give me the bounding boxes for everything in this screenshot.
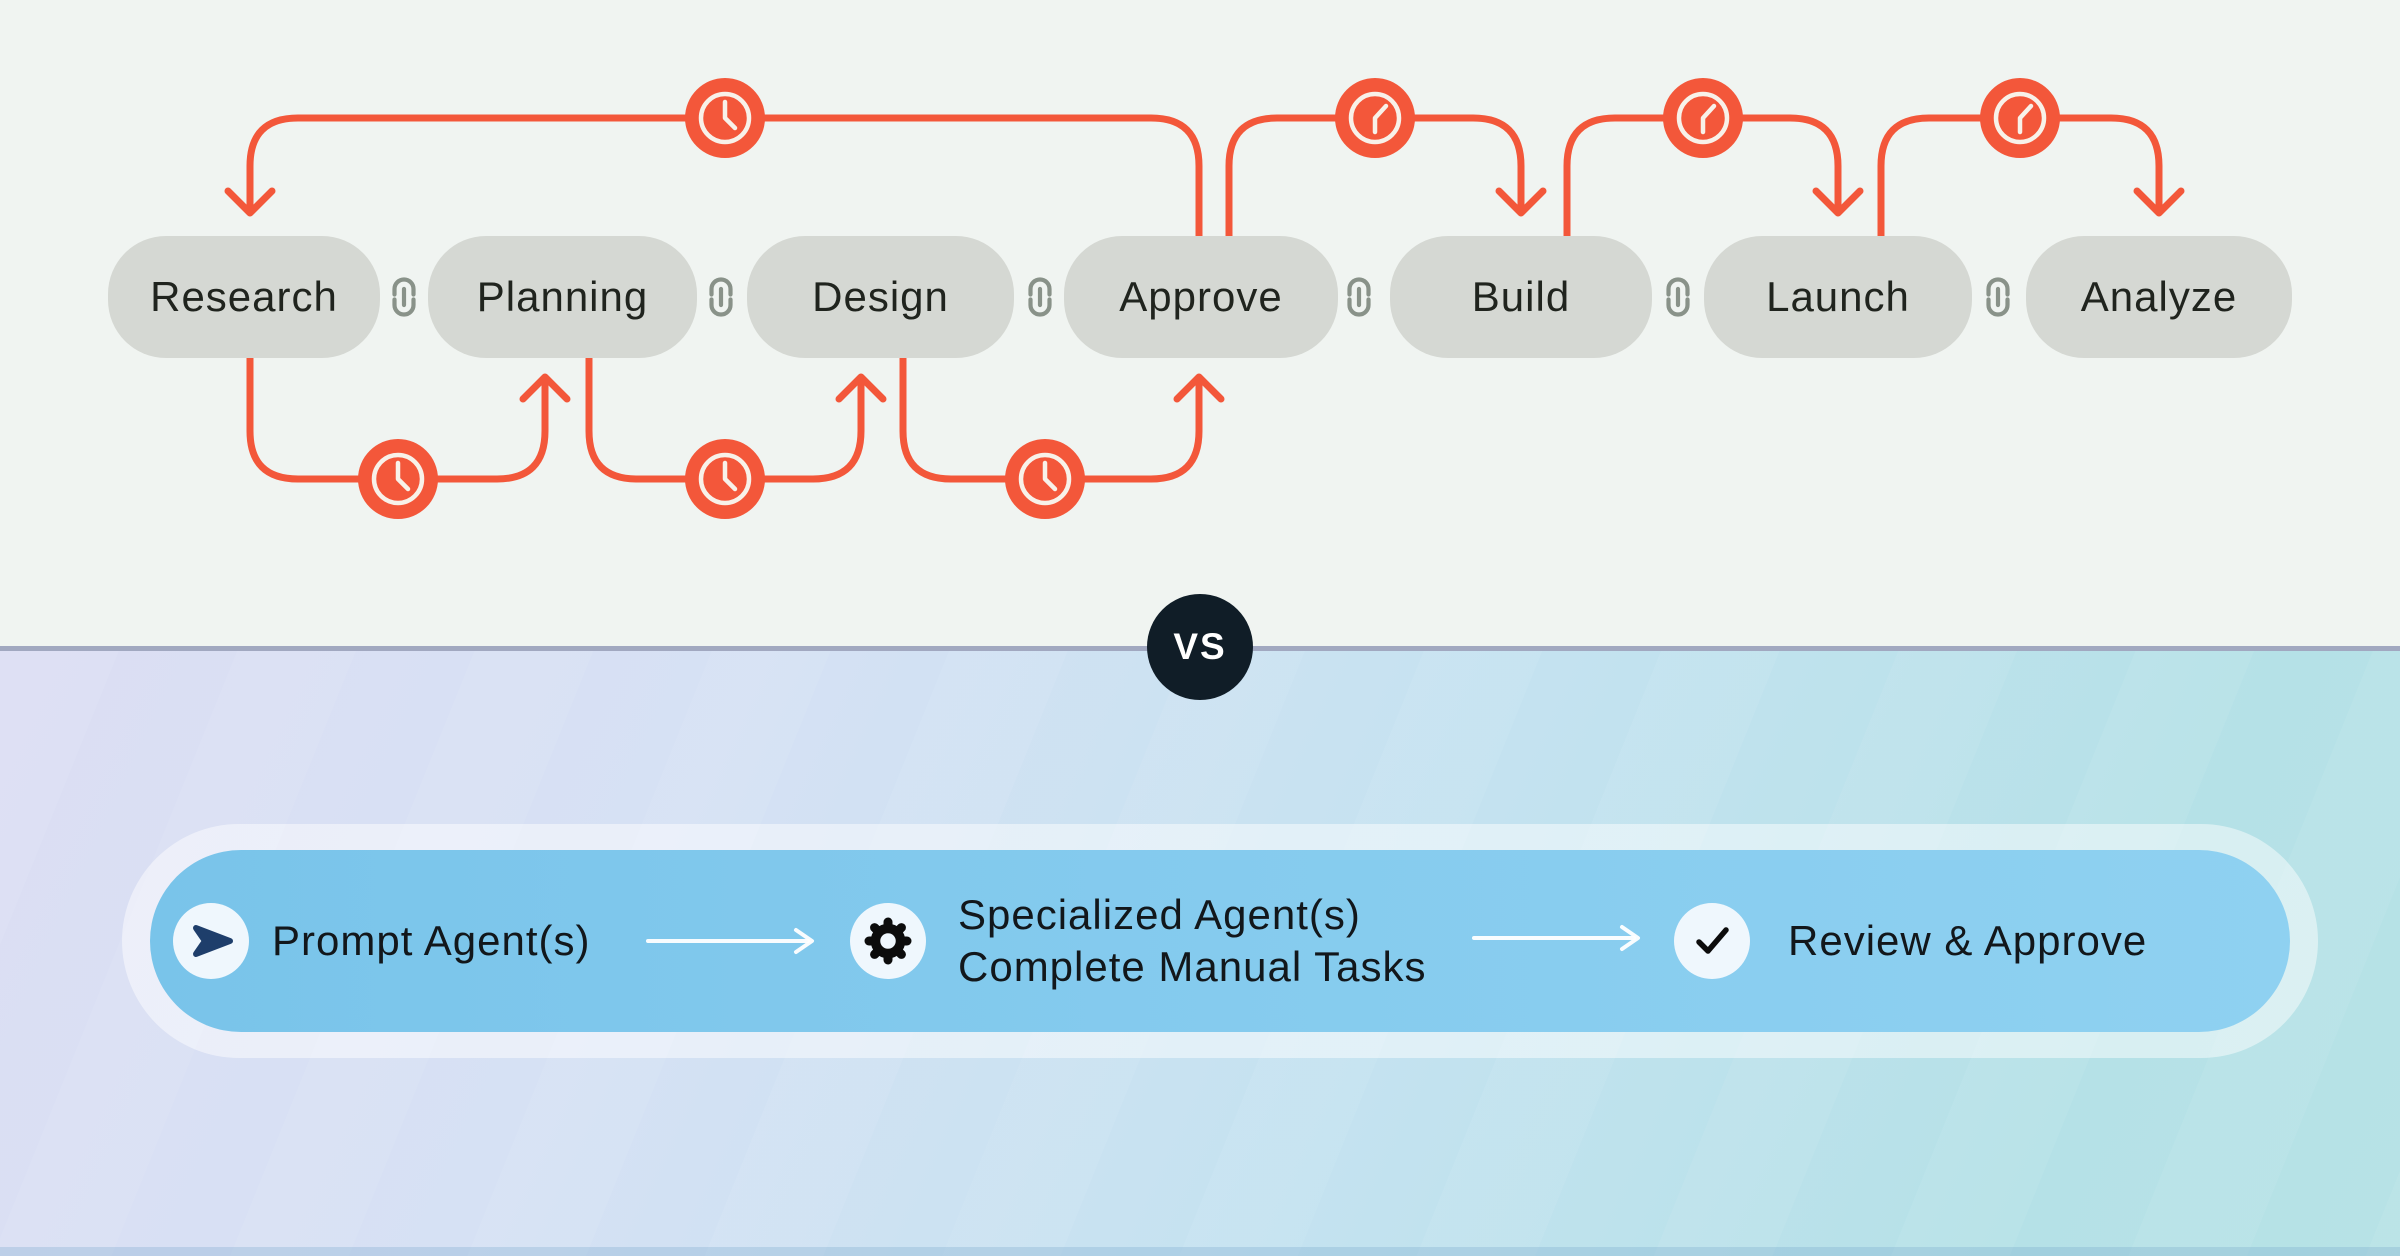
manual-workflow-section: Research Planning Design Approve Build L… [108,78,2292,519]
gear-icon [850,903,926,979]
vs-badge: VS [1147,594,1253,700]
chain-link-icon [1028,277,1052,317]
clock-icon [685,78,765,158]
chain-link-icon [1986,277,2010,317]
clock-icon [1663,78,1743,158]
clock-icon [1335,78,1415,158]
workflow-step-launch: Launch [1704,236,1972,358]
clock-icon [1005,439,1085,519]
agent-workflow-bar [150,850,2290,1032]
check-icon [1674,903,1750,979]
workflow-step-research: Research [108,236,380,358]
chain-link-icon [1666,277,1690,317]
agent-workflow-section: Prompt Agent(s) Specialized Agent(s) Com… [0,651,2400,1256]
agent-step-prompt-label: Prompt Agent(s) [272,917,591,964]
flow-arrow-icon [646,928,814,954]
clock-icon [358,439,438,519]
agent-step-specialized-line2: Complete Manual Tasks [958,943,1427,990]
clock-icon [685,439,765,519]
agent-step-specialized-line1: Specialized Agent(s) [958,891,1361,938]
bottom-edge-strip [0,1247,2400,1256]
workflow-step-planning: Planning [428,236,697,358]
workflow-step-design: Design [747,236,1014,358]
chain-link-icon [1347,277,1371,317]
workflow-step-approve: Approve [1064,236,1338,358]
agent-step-specialized-label: Specialized Agent(s) Complete Manual Tas… [958,889,1426,993]
workflow-step-build: Build [1390,236,1652,358]
flow-arrow-icon [1472,925,1640,951]
prompt-send-icon [173,903,249,979]
chain-link-icon [709,277,733,317]
clock-icon [1980,78,2060,158]
loopback-arrows-layer [224,78,2185,519]
agent-bar-icons-layer [173,903,1750,979]
chain-link-icon [392,277,416,317]
workflow-step-analyze: Analyze [2026,236,2292,358]
agent-step-review-label: Review & Approve [1788,917,2148,964]
